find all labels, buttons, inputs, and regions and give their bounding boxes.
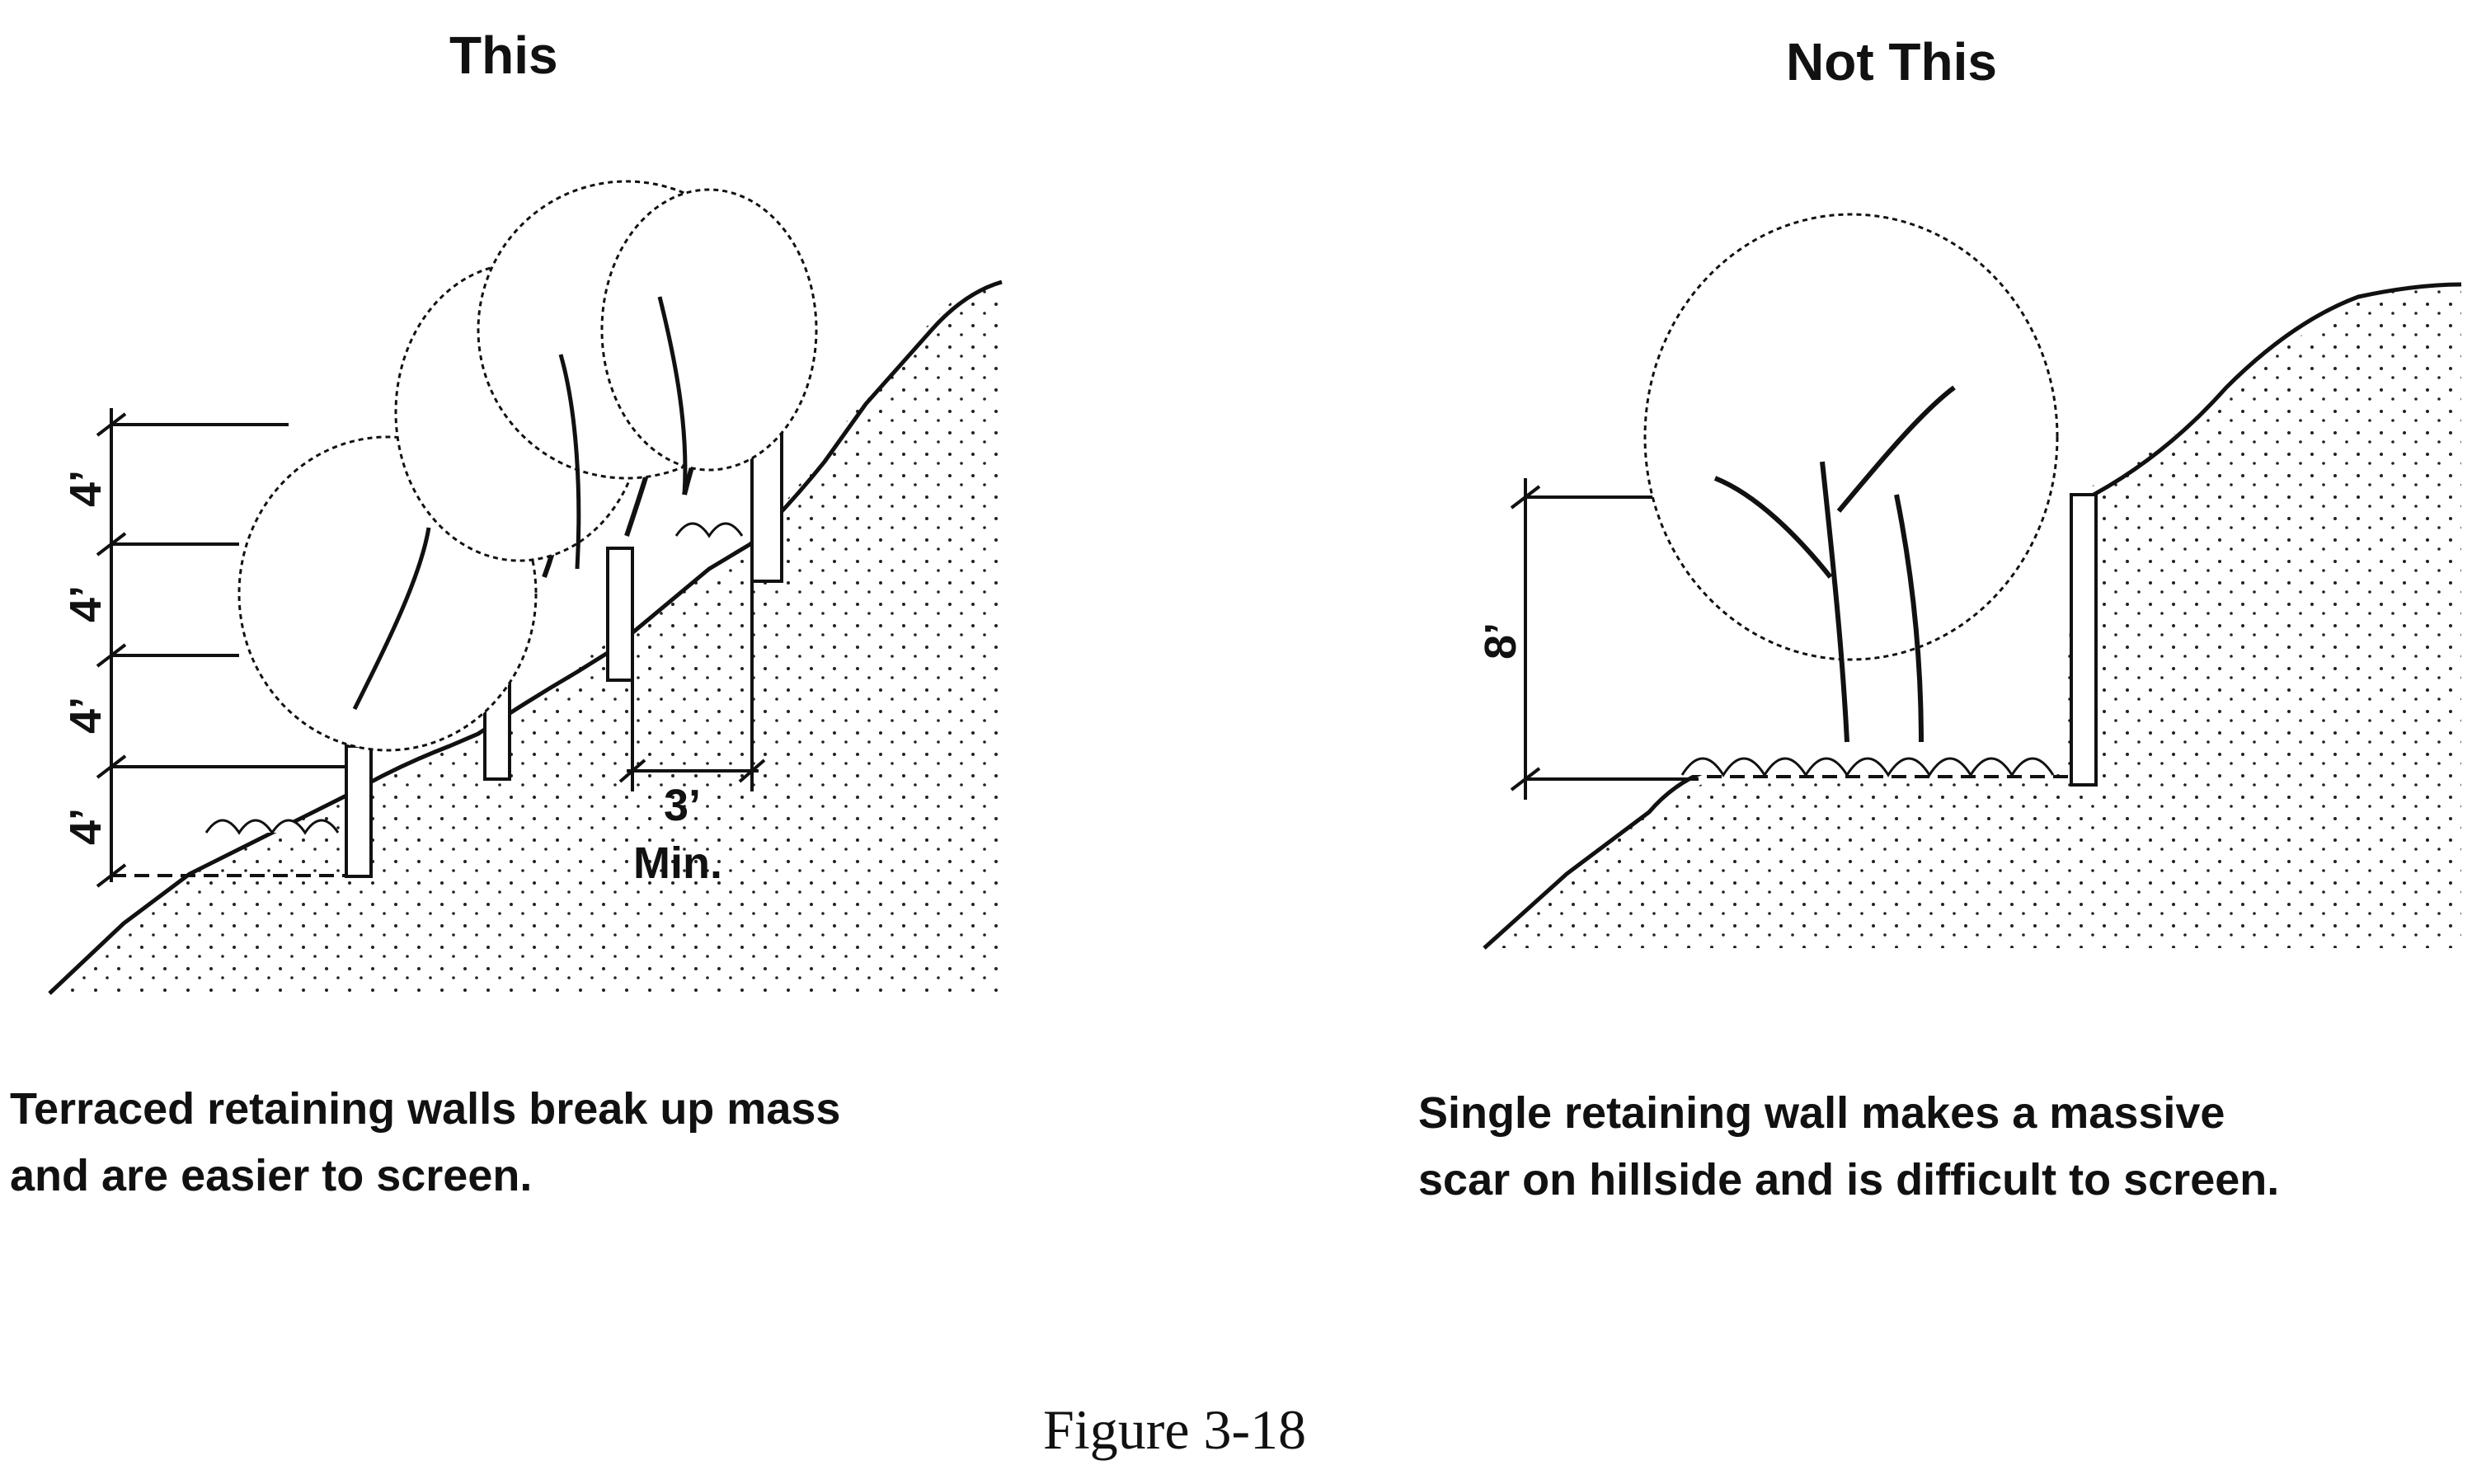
right-dim-label: 8’ [1476, 622, 1525, 660]
right-panel-title: Not This [1786, 32, 1997, 92]
figure-label: Figure 3-18 [1043, 1398, 1307, 1461]
left-panel-caption: Terraced retaining walls break up mass a… [10, 1076, 840, 1209]
spacing-sublabel: Min. [633, 838, 722, 888]
dim-label-3: 4’ [61, 697, 110, 734]
spacing-dimension [618, 581, 766, 791]
left-dim-labels: 4’ 4’ 4’ 4’ [61, 470, 110, 845]
dim-label-1: 4’ [61, 470, 110, 507]
terrace-wall-3 [606, 547, 634, 682]
right-panel-caption: Single retaining wall makes a massive sc… [1418, 1080, 2279, 1214]
spacing-label: 3’ [664, 781, 701, 830]
terrace-wall-1 [345, 744, 373, 878]
right-hillside [1484, 284, 2461, 948]
left-hillside [49, 280, 1002, 993]
left-height-dimensions [96, 408, 346, 888]
left-trees [204, 180, 818, 835]
dim-label-2: 4’ [61, 585, 110, 622]
dim-label-4: 4’ [61, 808, 110, 845]
right-single-wall-section: 8’ [1476, 213, 2462, 950]
left-panel-title: This [449, 26, 558, 85]
right-caption-line-1: Single retaining wall makes a massive [1418, 1088, 2225, 1138]
right-caption-line-2: scar on hillside and is difficult to scr… [1418, 1155, 2280, 1205]
left-caption-line-2: and are easier to screen. [10, 1151, 533, 1200]
left-caption-line-1: Terraced retaining walls break up mass [10, 1084, 841, 1134]
left-terraced-section: 4’ 4’ 4’ 4’ 3’ Min. [48, 180, 1003, 995]
single-retaining-wall [2070, 493, 2098, 787]
right-tree [1643, 213, 2059, 777]
